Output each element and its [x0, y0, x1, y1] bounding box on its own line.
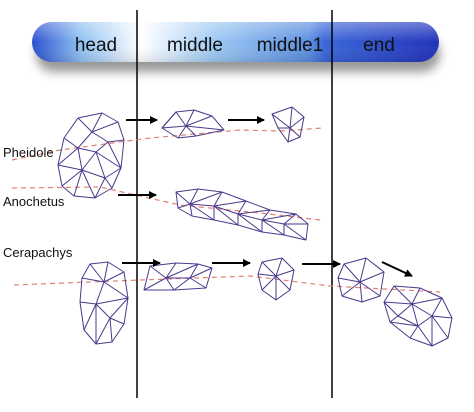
- mesh-cerapachys-head: [79, 261, 129, 345]
- mesh-cerapachys-middle: [143, 262, 213, 291]
- species-label-pheidole: Pheidole: [3, 145, 54, 160]
- segment-label-middle: middle: [167, 35, 223, 56]
- midline-pheidole: [11, 127, 323, 161]
- midline-anochetus: [11, 186, 321, 221]
- segment-label-end: end: [363, 35, 395, 56]
- mesh-cerapachys-end-b: [383, 285, 453, 347]
- species-label-anochetus: Anochetus: [3, 194, 65, 209]
- arrows: [118, 116, 413, 277]
- species-label-cerapachys: Cerapachys: [3, 245, 73, 260]
- midline-cerapachys: [13, 275, 441, 293]
- mesh-cerapachys-middle1: [257, 257, 295, 301]
- mesh-anochetus: [175, 188, 309, 241]
- mesh-cerapachys-end-a: [337, 257, 385, 303]
- mesh-pheidole-middle1: [271, 106, 305, 143]
- segment-bar: head middle middle1 end: [32, 22, 440, 72]
- arrow-cerapachys-4: [381, 261, 413, 277]
- segment-label-head: head: [75, 35, 117, 56]
- segment-label-middle1: middle1: [257, 35, 324, 56]
- segment-bar-shine: [32, 22, 439, 62]
- mesh-pheidole-head: [57, 112, 125, 199]
- midlines: [11, 127, 441, 293]
- mesh-pheidole-middle: [161, 109, 225, 139]
- meshes: [57, 106, 453, 347]
